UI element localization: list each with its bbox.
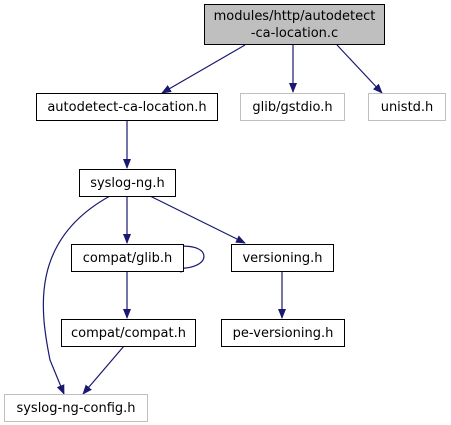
node-versioning-h-label: versioning.h (242, 251, 322, 266)
node-syslog-ng-config-h: syslog-ng-config.h (4, 394, 148, 422)
edge-syslog-ng-to-versioning (149, 195, 246, 244)
node-root-label-line2: -ca-location.c (251, 26, 338, 41)
node-unistd-h: unistd.h (368, 93, 446, 121)
node-root-label-line1: modules/http/autodetect (214, 9, 376, 24)
edge-compat-compat-to-syslog-ng-config (82, 345, 125, 395)
node-versioning-h[interactable]: versioning.h (231, 244, 334, 272)
edge-syslog-ng-to-syslog-ng-config (42, 195, 111, 395)
node-compat-glib-h-label: compat/glib.h (83, 251, 173, 266)
node-root[interactable]: modules/http/autodetect -ca-location.c (204, 4, 385, 45)
node-pe-versioning-h-label: pe-versioning.h (233, 326, 334, 341)
node-autodetect-ca-location-h-label: autodetect-ca-location.h (47, 100, 206, 115)
node-syslog-ng-config-h-box (4, 394, 148, 422)
node-pe-versioning-h[interactable]: pe-versioning.h (221, 319, 345, 347)
node-autodetect-ca-location-h-box (36, 93, 218, 121)
node-versioning-h-box (231, 244, 334, 272)
node-root-box (204, 4, 385, 45)
node-compat-compat-h[interactable]: compat/compat.h (61, 319, 196, 347)
edge-root-to-unistd (336, 44, 383, 94)
node-compat-glib-h-box (71, 244, 184, 272)
node-pe-versioning-h-box (221, 319, 345, 347)
node-compat-compat-h-box (61, 319, 196, 347)
node-glib-gstdio-h-box (240, 93, 345, 121)
node-unistd-h-label: unistd.h (381, 100, 434, 115)
node-syslog-ng-h-label: syslog-ng.h (90, 176, 165, 191)
node-syslog-ng-config-h-label: syslog-ng-config.h (16, 401, 135, 416)
node-syslog-ng-h-box (79, 169, 176, 197)
node-unistd-h-box (368, 93, 446, 121)
node-glib-gstdio-h: glib/gstdio.h (240, 93, 345, 121)
node-compat-compat-h-label: compat/compat.h (71, 326, 186, 341)
node-glib-gstdio-h-label: glib/gstdio.h (252, 100, 332, 115)
node-syslog-ng-h[interactable]: syslog-ng.h (79, 169, 176, 197)
node-compat-glib-h[interactable]: compat/glib.h (71, 244, 184, 272)
edges (42, 44, 383, 395)
node-autodetect-ca-location-h[interactable]: autodetect-ca-location.h (36, 93, 218, 121)
edge-root-to-autodetect-h (161, 44, 246, 94)
